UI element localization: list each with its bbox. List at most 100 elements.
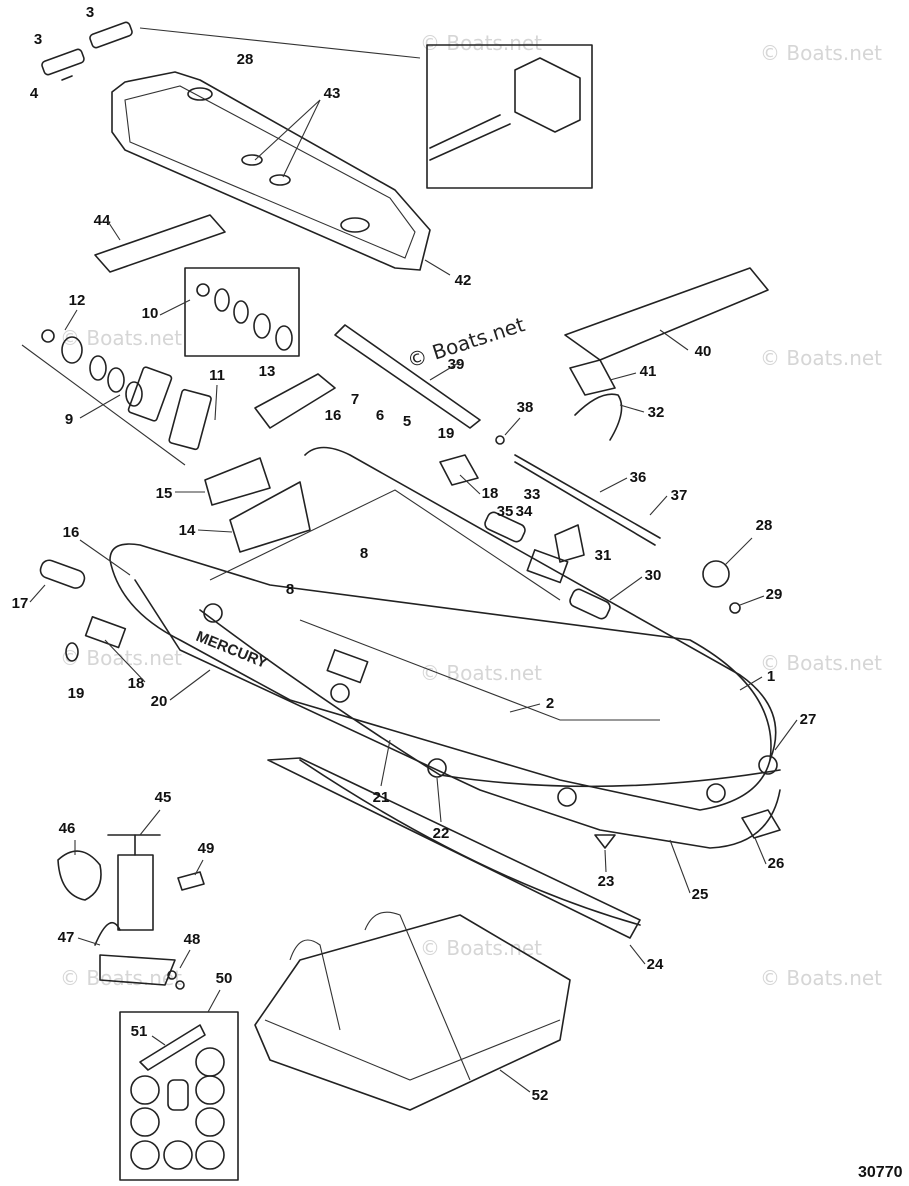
callout-27: 27 (800, 711, 817, 728)
callout-16: 16 (63, 524, 80, 541)
pump-parts (57, 834, 205, 990)
leader-line (659, 329, 689, 351)
oar-shaft-part (514, 461, 656, 546)
leader-line (429, 361, 461, 381)
keel-strip-part (267, 757, 641, 939)
callout-43: 43 (324, 85, 341, 102)
inset-tube-end (514, 57, 581, 133)
bench-seat-part (564, 267, 769, 361)
leader-line (104, 639, 146, 683)
callout-19: 19 (68, 685, 85, 702)
callout-18: 18 (128, 675, 145, 692)
plate-part (168, 388, 212, 451)
leader-line (179, 949, 191, 969)
hull-transom (209, 489, 561, 601)
callout-38: 38 (517, 399, 534, 416)
leader-line (774, 719, 798, 751)
tow-ring-part (741, 809, 781, 839)
callout-48: 48 (184, 931, 201, 948)
leader-line (504, 417, 521, 436)
boat-hull: MERCURY (109, 446, 781, 849)
grab-ring-part (330, 683, 350, 703)
loose-parts (39, 454, 741, 939)
callout-19: 19 (438, 425, 455, 442)
callout-23: 23 (598, 873, 615, 890)
seat-parts (204, 373, 336, 553)
leader-line (106, 219, 121, 241)
callout-46: 46 (59, 820, 76, 837)
callout-15: 15 (156, 485, 173, 502)
pump-base-part (99, 954, 176, 986)
callout-33: 33 (524, 486, 541, 503)
callout-6: 6 (376, 407, 384, 424)
callout-12: 12 (69, 292, 86, 309)
o-ring-part (89, 355, 107, 381)
valve-part (702, 560, 730, 588)
watermark: © Boats.net (60, 326, 182, 350)
leader-line (214, 384, 218, 421)
watermark: © Boats.net (60, 966, 182, 990)
hull-floor (299, 619, 660, 721)
callout-5: 5 (403, 413, 411, 430)
oarlock-part (526, 549, 569, 584)
grab-ring-part (758, 755, 778, 775)
callout-47: 47 (58, 929, 75, 946)
bench-parts (564, 267, 769, 441)
leader-line (282, 99, 321, 178)
leader-line (604, 849, 607, 873)
callout-40: 40 (695, 343, 712, 360)
leader-line (254, 99, 321, 161)
callout-31: 31 (595, 547, 612, 564)
callout-13: 13 (259, 363, 276, 380)
callout-30: 30 (645, 567, 662, 584)
callout-29: 29 (766, 586, 783, 603)
oarlock-base-part (84, 615, 127, 649)
callout-3: 3 (34, 31, 42, 48)
callout-11: 11 (209, 367, 225, 384)
plate-part (127, 366, 173, 422)
repair-part (167, 1079, 189, 1111)
leader-line (739, 595, 765, 606)
pump-hose-adapter-part (57, 850, 102, 901)
handle-part (569, 588, 611, 620)
callout-22: 22 (433, 825, 450, 842)
pump-nozzle-part (167, 970, 177, 980)
kit-part (214, 288, 230, 312)
bag-seam (264, 1019, 561, 1081)
leader-line (609, 372, 637, 381)
callout-50: 50 (216, 970, 233, 987)
watermark: © Boats.net (760, 651, 882, 675)
bag-part (254, 914, 571, 1111)
rowlock-part (554, 524, 585, 563)
watermark: © Boats.net (420, 936, 542, 960)
leader-line (649, 495, 668, 516)
kit-part (253, 313, 271, 339)
hull-bottom (134, 579, 781, 849)
pump-adapter-part (177, 871, 205, 891)
callout-49: 49 (198, 840, 215, 857)
watermark: © Boats.net (60, 646, 182, 670)
leader-line (29, 584, 46, 603)
callout-2: 2 (546, 695, 554, 712)
handle-part (484, 511, 526, 543)
callout-10: 10 (142, 305, 159, 322)
leader-line (207, 989, 221, 1013)
callout-8: 8 (286, 581, 294, 598)
patch-part (195, 1140, 225, 1170)
leader-line (459, 474, 481, 495)
kit-box-outline (184, 267, 300, 357)
leader-lines (29, 99, 798, 1093)
watermark: © Boats.net (420, 661, 542, 685)
valve-body-part (61, 336, 83, 364)
callout-42: 42 (455, 272, 472, 289)
detail-inset-box (426, 44, 593, 189)
callout-14: 14 (179, 522, 196, 539)
leader-line (79, 539, 131, 576)
callout-9: 9 (65, 411, 73, 428)
kit-part (275, 325, 293, 351)
floorboard-assembly (41, 21, 593, 273)
callout-20: 20 (151, 693, 168, 710)
valve-cap-part (41, 329, 55, 343)
